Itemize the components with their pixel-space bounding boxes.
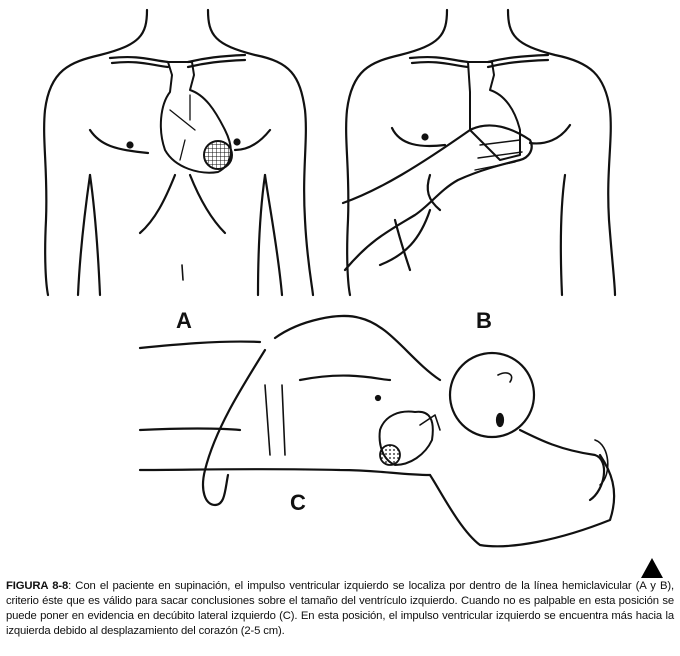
- panel-a-torso: [43, 8, 315, 297]
- caption-text: : Con el paciente en supinación, el impu…: [6, 580, 674, 637]
- panel-label-a: A: [176, 308, 192, 333]
- triangle-up-icon: [641, 558, 663, 578]
- panel-label-b: B: [476, 308, 492, 333]
- panel-c-lateral-decubitus: [138, 314, 616, 548]
- panel-b-torso: [341, 8, 617, 297]
- figure-caption: FIGURA 8-8: Con el paciente en supinació…: [6, 579, 674, 639]
- figure-number: FIGURA 8-8: [6, 580, 69, 592]
- panel-label-c: C: [290, 490, 306, 515]
